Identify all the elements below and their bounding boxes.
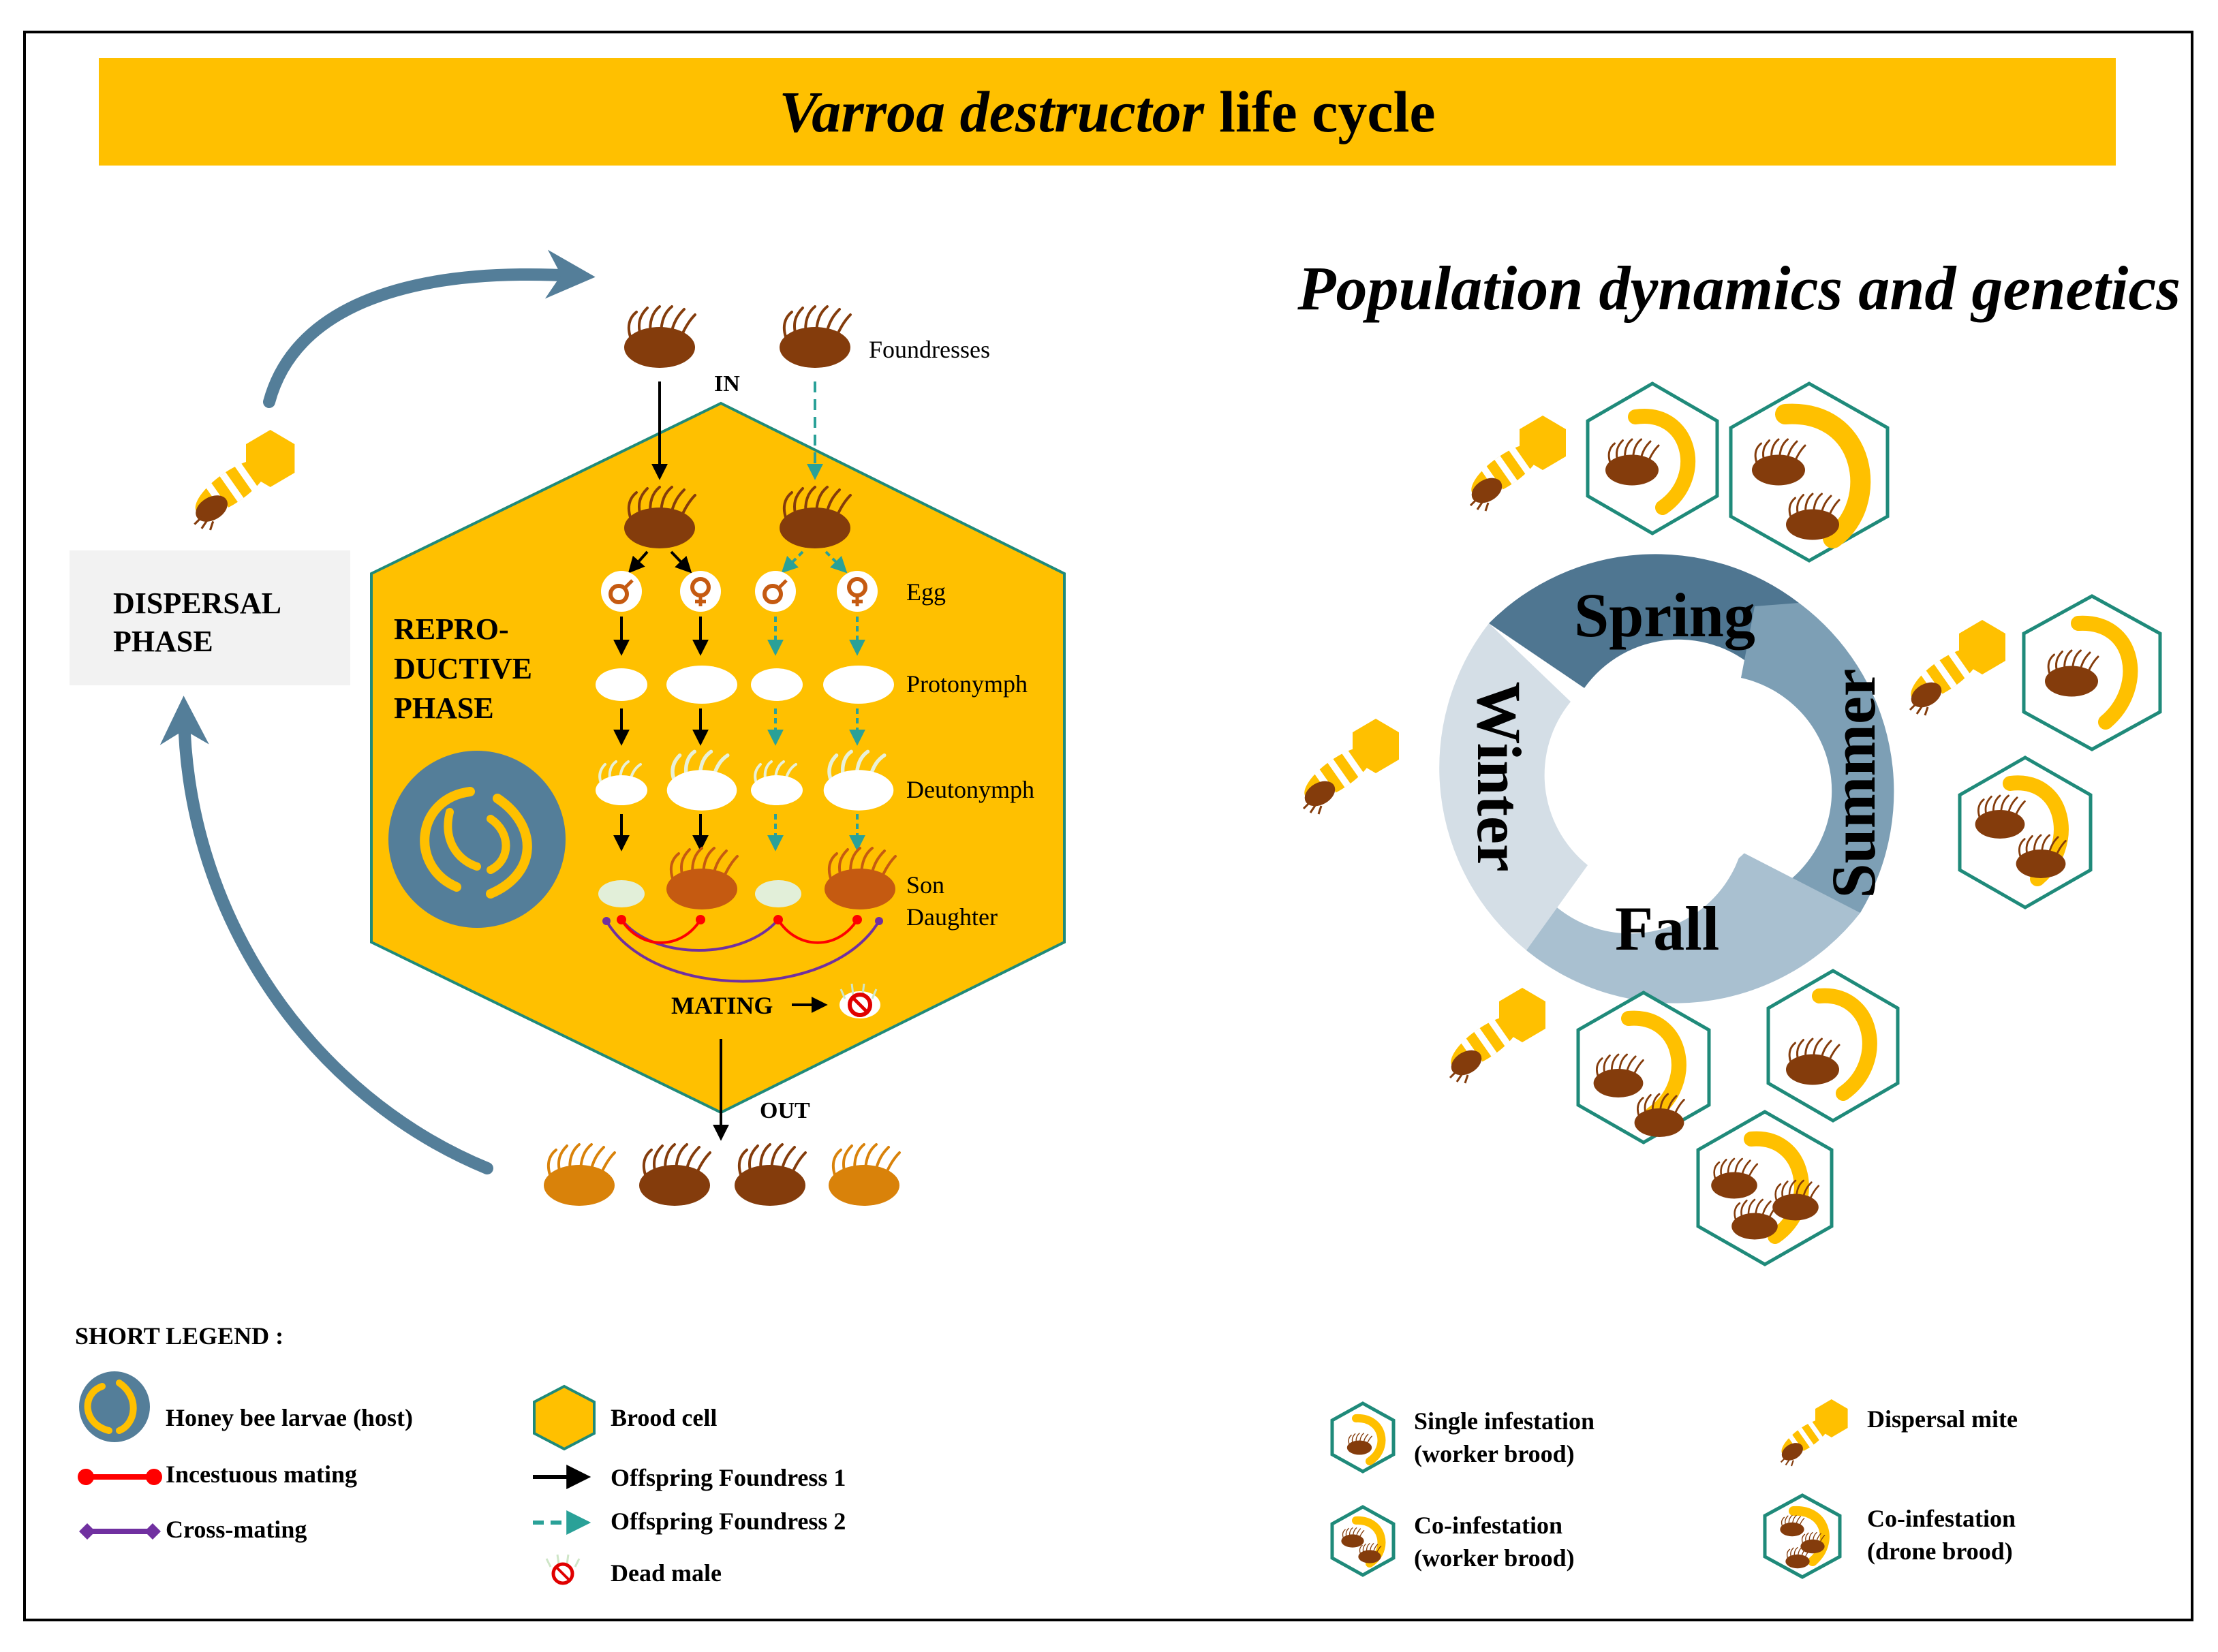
legend-coinfestation-worker: Co-infestation (worker brood) xyxy=(1414,1509,1575,1574)
legend-coinfestation-drone: Co-infestation (drone brood) xyxy=(1867,1502,2016,1568)
population-title: Population dynamics and genetics xyxy=(1297,253,2181,323)
dispersal-phase-box: DISPERSAL PHASE xyxy=(70,550,350,685)
title-species: Varroa destructor xyxy=(779,79,1205,144)
label-daughter: Daughter xyxy=(906,903,998,931)
legend-single-line2: (worker brood) xyxy=(1414,1440,1575,1467)
legend-codrone-line1: Co-infestation xyxy=(1867,1505,2016,1532)
repro-line1: REPRO- xyxy=(394,612,509,646)
season-spring: Spring xyxy=(1574,580,1755,650)
figure-frame xyxy=(23,31,2193,1621)
reproductive-phase-label: REPRO- DUCTIVE PHASE xyxy=(394,610,532,728)
legend-offspring1: Offspring Foundress 1 xyxy=(611,1464,846,1491)
dispersal-line1: DISPERSAL xyxy=(113,587,281,620)
season-winter: Winter xyxy=(1464,681,1534,872)
season-fall: Fall xyxy=(1615,894,1720,963)
legend-host: Honey bee larvae (host) xyxy=(166,1404,413,1431)
label-protonymph: Protonymph xyxy=(906,670,1028,698)
legend-dispersal-mite: Dispersal mite xyxy=(1867,1405,2018,1433)
title-rest: life cycle xyxy=(1219,79,1436,144)
repro-line3: PHASE xyxy=(394,691,494,725)
repro-line2: DUCTIVE xyxy=(394,652,532,685)
season-summer: Summer xyxy=(1819,668,1888,899)
label-mating: MATING xyxy=(671,992,773,1019)
seasons-ring xyxy=(1439,554,1894,1003)
legend-incestuous: Incestuous mating xyxy=(166,1461,358,1488)
host-larva-icon xyxy=(388,751,566,928)
legend-codrone-line2: (drone brood) xyxy=(1867,1538,2013,1565)
legend-brood-cell: Brood cell xyxy=(611,1404,718,1431)
legend-heading: SHORT LEGEND : xyxy=(75,1322,284,1350)
title-bar: Varroa destructor life cycle xyxy=(99,58,2116,166)
legend-coworker-line2: (worker brood) xyxy=(1414,1544,1575,1572)
label-egg: Egg xyxy=(906,578,946,606)
legend-single-line1: Single infestation xyxy=(1414,1407,1595,1435)
legend-offspring2: Offspring Foundress 2 xyxy=(611,1508,846,1535)
label-son: Son xyxy=(906,871,945,899)
label-foundresses: Foundresses xyxy=(869,336,990,363)
label-deutonymph: Deutonymph xyxy=(906,776,1034,803)
label-in: IN xyxy=(714,371,740,396)
dispersal-line2: PHASE xyxy=(113,625,213,658)
legend-single-infestation: Single infestation (worker brood) xyxy=(1414,1405,1595,1470)
legend-dead-male: Dead male xyxy=(611,1559,722,1587)
legend-coworker-line1: Co-infestation xyxy=(1414,1512,1562,1539)
legend-cross: Cross-mating xyxy=(166,1516,307,1543)
label-out: OUT xyxy=(760,1098,810,1123)
